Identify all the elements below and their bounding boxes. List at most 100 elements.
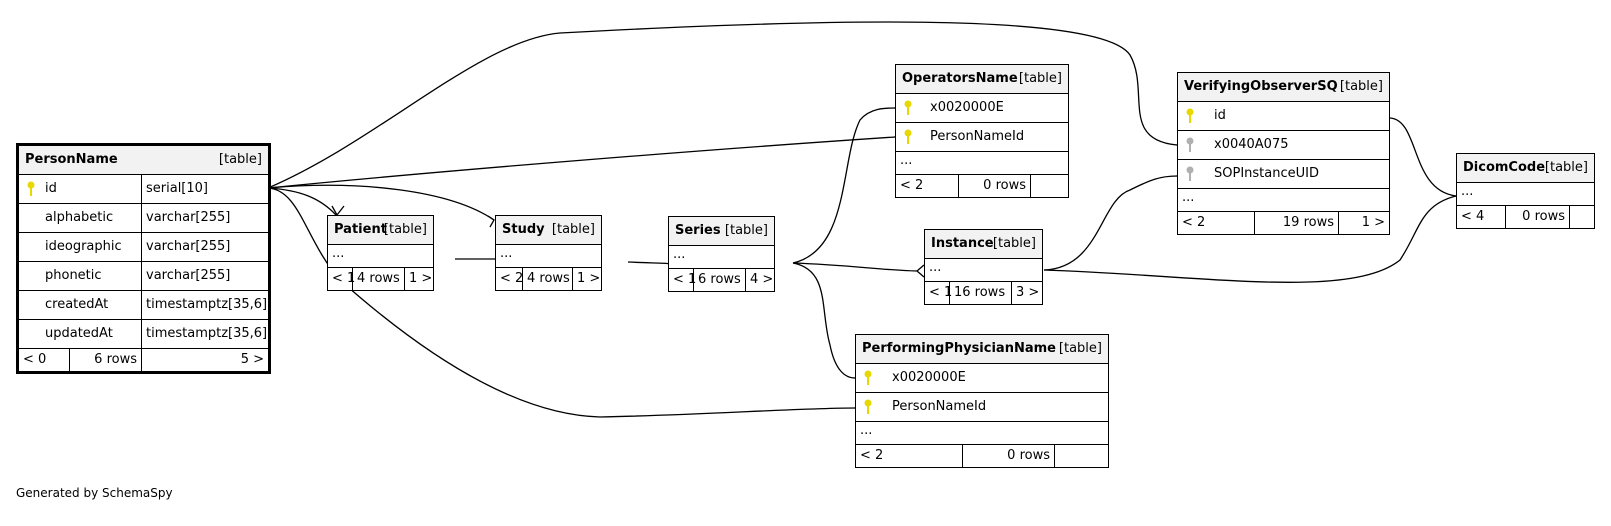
column-row: PersonNameId (896, 123, 1068, 152)
parents-count[interactable]: < 2 (500, 271, 524, 286)
table-name: DicomCode (1463, 160, 1546, 175)
table-header: VerifyingObserverSQ [table] (1178, 73, 1389, 102)
children-count[interactable]: 5 > (141, 349, 268, 371)
table-footer: < 2 19 rows 1 > (1178, 212, 1389, 234)
column-row: createdAt timestamptz[35,6] (19, 291, 268, 320)
more-columns: ... (1457, 183, 1594, 206)
table-verifyingobserversq[interactable]: VerifyingObserverSQ [table] id x0040A075… (1177, 72, 1390, 235)
row-count: 0 rows (958, 175, 1030, 197)
row-count: 19 rows (1254, 212, 1338, 234)
crowfoot-instance-left (916, 264, 925, 278)
edge-dicomcode-instance (1043, 195, 1457, 283)
table-footer: < 1 4 rows 1 > (328, 268, 433, 290)
table-instance[interactable]: Instance [table] ... < 1 16 rows 3 > (924, 229, 1043, 305)
parents-count[interactable]: < 1 (673, 272, 697, 287)
table-header: PerformingPhysicianName [table] (856, 335, 1108, 364)
primary-key-icon (864, 370, 872, 385)
column-type: serial[10] (141, 175, 268, 203)
foreign-key-icon (1186, 137, 1194, 152)
table-header: Instance [table] (925, 230, 1042, 259)
table-header: PersonName [table] (19, 146, 268, 175)
column-row: ideographic varchar[255] (19, 233, 268, 262)
table-tag: [table] (1058, 341, 1102, 356)
table-name: OperatorsName (902, 71, 1018, 86)
parents-count[interactable]: < 0 (23, 352, 47, 367)
table-header: Study [table] (496, 216, 601, 245)
more-columns: ... (1178, 189, 1389, 212)
children-count (1054, 445, 1108, 467)
table-tag: [table] (383, 222, 427, 237)
table-name: PersonName (25, 152, 118, 167)
table-name: Instance (931, 236, 994, 251)
parents-count[interactable]: < 1 (929, 285, 953, 300)
column-type: varchar[255] (141, 262, 268, 290)
crowfoot-study (487, 215, 495, 228)
parents-count[interactable]: < 1 (332, 271, 356, 286)
column-type: varchar[255] (141, 204, 268, 232)
table-footer: < 1 6 rows 4 > (669, 269, 774, 291)
table-footer: < 2 0 rows (856, 445, 1108, 467)
more-columns: ... (328, 245, 433, 268)
edge-operatorsname-personname (267, 136, 896, 189)
table-performingphysicianname[interactable]: PerformingPhysicianName [table] x0020000… (855, 334, 1109, 468)
children-count[interactable]: 4 > (745, 269, 774, 291)
table-study[interactable]: Study [table] ... < 2 4 rows 1 > (495, 215, 602, 291)
table-tag: [table] (1339, 79, 1383, 94)
generated-by-credit: Generated by SchemaSpy (16, 486, 173, 500)
table-header: Series [table] (669, 217, 774, 246)
more-columns: ... (925, 259, 1042, 282)
edge-verifyingobserversq-instance (1043, 175, 1178, 271)
table-personname[interactable]: PersonName [table] id serial[10] alphabe… (16, 143, 271, 374)
column-name: PersonNameId (892, 399, 987, 414)
column-row: PersonNameId (856, 393, 1108, 422)
row-count: 0 rows (1505, 206, 1569, 228)
table-tag: [table] (551, 222, 595, 237)
parents-count[interactable]: < 2 (900, 178, 924, 193)
table-footer: < 2 0 rows (896, 175, 1068, 197)
column-row: phonetic varchar[255] (19, 262, 268, 291)
table-header: OperatorsName [table] (896, 65, 1068, 94)
table-name: Study (502, 222, 545, 237)
children-count[interactable]: 1 > (572, 268, 601, 290)
column-name: x0020000E (892, 370, 966, 385)
more-columns: ... (669, 246, 774, 269)
parents-count[interactable]: < 2 (860, 448, 884, 463)
primary-key-icon (904, 100, 912, 115)
column-type: timestamptz[35,6] (141, 320, 268, 348)
parents-count[interactable]: < 4 (1461, 209, 1485, 224)
more-columns: ... (496, 245, 601, 268)
children-count[interactable]: 1 > (1338, 212, 1389, 234)
row-count: 0 rows (962, 445, 1054, 467)
column-name: createdAt (45, 297, 109, 312)
table-name: VerifyingObserverSQ (1184, 79, 1338, 94)
children-count[interactable]: 1 > (404, 268, 433, 290)
column-row: x0040A075 (1178, 131, 1389, 160)
edge-patient-personname (267, 187, 337, 216)
column-type: varchar[255] (141, 233, 268, 261)
children-count[interactable]: 3 > (1011, 282, 1042, 304)
row-count: 4 rows (352, 268, 404, 290)
table-dicomcode[interactable]: DicomCode [table] ... < 4 0 rows (1456, 153, 1595, 229)
column-name: x0020000E (930, 100, 1004, 115)
children-count (1569, 206, 1594, 228)
table-name: Series (675, 223, 721, 238)
primary-key-icon (27, 181, 35, 196)
column-row: id serial[10] (19, 175, 268, 204)
table-patient[interactable]: Patient [table] ... < 1 4 rows 1 > (327, 215, 434, 291)
parents-count[interactable]: < 2 (1182, 215, 1206, 230)
column-name: SOPInstanceUID (1214, 166, 1319, 181)
column-type: timestamptz[35,6] (141, 291, 268, 319)
row-count: 16 rows (949, 282, 1011, 304)
foreign-key-icon (1186, 166, 1194, 181)
column-name: id (45, 181, 57, 196)
edge-study-personname (267, 184, 495, 221)
table-series[interactable]: Series [table] ... < 1 6 rows 4 > (668, 216, 775, 292)
column-name: phonetic (45, 268, 102, 283)
column-row: alphabetic varchar[255] (19, 204, 268, 233)
edge-verifyingobserversq-personname (267, 21, 1178, 189)
column-name: PersonNameId (930, 129, 1025, 144)
table-operatorsname[interactable]: OperatorsName [table] x0020000E PersonNa… (895, 64, 1069, 198)
row-count: 4 rows (522, 268, 572, 290)
edge-instance-series (792, 262, 918, 272)
table-tag: [table] (1018, 71, 1062, 86)
